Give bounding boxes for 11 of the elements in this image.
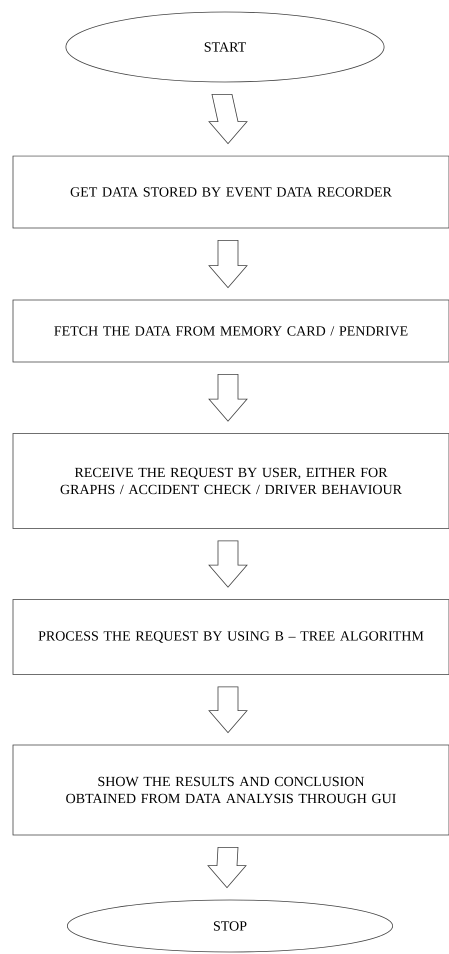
process-box: RECEIVE THE REQUEST BY USER, EITHER FOR GRAPHS / ACCIDENT CHECK / DRIVER BEHAVIOUR bbox=[12, 433, 449, 529]
process-box: FETCH THE DATA FROM MEMORY CARD / PENDRIVE bbox=[12, 300, 449, 362]
block-arrow bbox=[208, 240, 248, 288]
block-arrow bbox=[208, 374, 248, 422]
block-arrow bbox=[208, 540, 248, 588]
block-arrow bbox=[207, 847, 247, 888]
block-arrow bbox=[208, 94, 248, 144]
process-box: SHOW THE RESULTS AND CONCLUSION OBTAINED FROM DATA ANALYSIS THROUGH GUI bbox=[12, 744, 449, 836]
process-box: GET DATA STORED BY EVENT DATA RECORDER bbox=[12, 156, 449, 228]
block-arrow bbox=[208, 686, 248, 734]
process-box: PROCESS THE REQUEST BY USING B – TREE ALGORITHM bbox=[12, 599, 449, 675]
